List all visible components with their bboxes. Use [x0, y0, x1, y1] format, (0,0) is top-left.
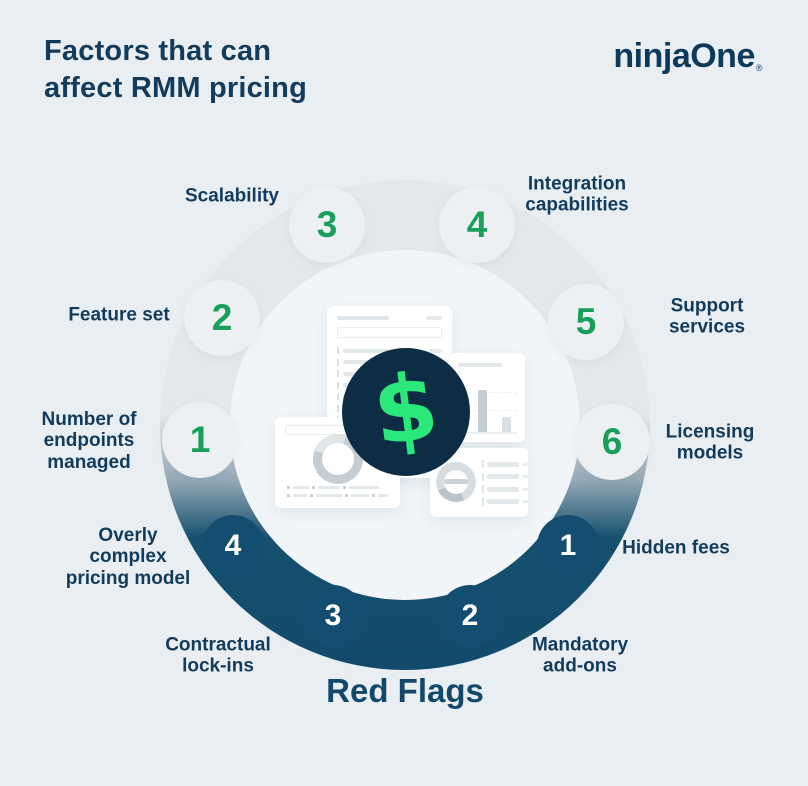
factor-badge-2: 2 [184, 280, 260, 356]
factor-number: 6 [601, 421, 623, 462]
factor-label-integration: Integration capabilities [525, 173, 629, 216]
list-item [337, 345, 442, 357]
factor-badge-4: 4 [439, 187, 515, 263]
placeholder-line [287, 483, 388, 491]
page-title-line2-bold: RMM pricing [130, 72, 308, 104]
factor-label-scalability: Scalability [185, 185, 279, 207]
list-item [482, 483, 530, 496]
factor-label-endpoints: Number of endpoints managed [41, 409, 137, 473]
placeholder-line [287, 491, 388, 499]
red-flag-label-mandatory-addons: Mandatory add-ons [531, 634, 629, 677]
red-flag-badge-4: 4 [202, 515, 264, 577]
red-flag-label-overly-complex: Overly complex pricing model [65, 525, 191, 589]
red-flag-number: 3 [324, 599, 342, 632]
red-flag-number: 4 [224, 529, 242, 562]
page-title-line1: Factors that can [44, 35, 272, 67]
factor-badge-3: 3 [289, 187, 365, 263]
mockup-card-header [337, 316, 442, 320]
chart-bar [502, 417, 511, 432]
red-flag-label-contractual-lockins: Contractual lock-ins [165, 634, 271, 677]
factor-label-support: Support services [668, 295, 746, 338]
dollar-badge: $ [342, 348, 470, 476]
factor-number: 2 [211, 297, 233, 338]
list-item [482, 471, 530, 484]
factor-number: 1 [189, 419, 211, 460]
red-flag-badge-3: 3 [302, 585, 364, 647]
red-flags-group-title: Red Flags [326, 672, 484, 709]
factor-number: 3 [316, 204, 338, 245]
mockup-input-box [337, 327, 442, 338]
bar-chart [458, 376, 517, 434]
gridline [458, 392, 517, 393]
placeholder-line [458, 363, 502, 367]
placeholder-line [444, 479, 468, 484]
placeholder-line [337, 316, 389, 320]
red-flag-number: 1 [559, 529, 577, 562]
factor-badge-1: 1 [162, 402, 238, 478]
red-flag-label-hidden-fees: Hidden fees [622, 537, 730, 559]
ninjaone-logo: ninjaOne® [613, 37, 762, 76]
page-title-line2-regular: affect [44, 72, 123, 104]
dollar-icon: $ [367, 352, 444, 467]
factor-badge-5: 5 [548, 284, 624, 360]
chart-bar [478, 390, 487, 432]
factor-label-feature-set: Feature set [68, 304, 170, 326]
list-item [482, 458, 530, 471]
registered-trademark-mark: ® [755, 63, 763, 73]
page-title: Factors that can affect RMM pricing [44, 33, 307, 107]
factor-label-licensing: Licensing models [665, 421, 755, 464]
legend-lines [287, 483, 388, 499]
factor-number: 5 [575, 301, 597, 342]
placeholder-line [426, 316, 442, 320]
page-title-line2: affect RMM pricing [44, 70, 307, 107]
factor-number: 4 [466, 204, 488, 245]
ninjaone-logo-text: ninjaOne [613, 37, 755, 75]
list-item [482, 496, 530, 509]
red-flag-badge-1: 1 [537, 515, 599, 577]
summary-list [482, 458, 530, 509]
red-flag-number: 2 [461, 599, 479, 632]
gridline [458, 410, 517, 411]
factor-badge-6: 6 [574, 404, 650, 480]
red-flag-badge-2: 2 [439, 585, 501, 647]
